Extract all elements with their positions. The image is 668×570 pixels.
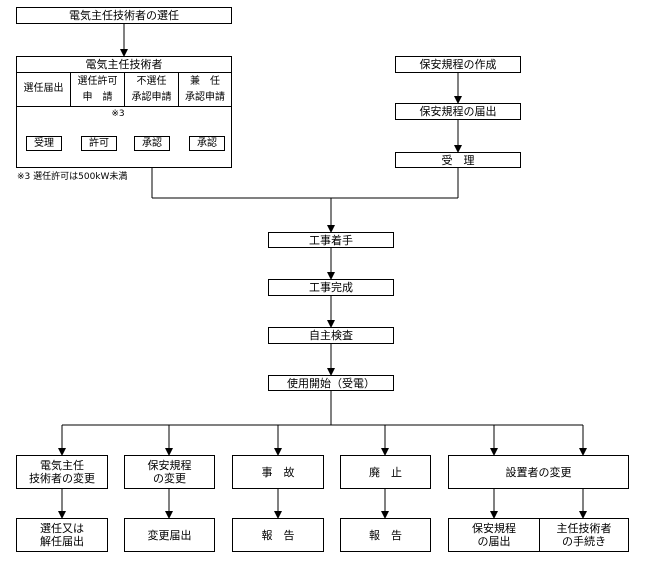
engineer-panel-col-divider-3 (178, 72, 179, 106)
engineer-selection-label: 電気主任技術者の選任 (69, 9, 179, 22)
engineer-panel-col-divider-1 (70, 72, 71, 106)
result-box-approved-2: 承認 (189, 136, 225, 151)
result-box-accepted: 受理 (26, 136, 62, 151)
safety-rules-accept-box: 受 理 (395, 152, 521, 168)
safety-rules-create-box: 保安規程の作成 (395, 56, 521, 73)
engineer-panel: 電気主任技術者 選任届出 選任許可 申 請 不選任 承認申請 兼 任 承認申請 … (16, 56, 232, 168)
accident-report-box: 報 告 (232, 518, 324, 552)
abolition-report-box: 報 告 (340, 518, 431, 552)
installer-change-box: 設置者の変更 (448, 455, 629, 489)
safety-rules-submit-box: 保安規程の届出 (395, 103, 521, 120)
abolition-box: 廃 止 (340, 455, 431, 489)
result-box-permitted: 許可 (81, 136, 117, 151)
column-notification-label: 選任届出 (23, 83, 64, 94)
column-non-selection-label: 不選任 承認申請 (131, 76, 172, 103)
footnote: ※3 選任許可は500kW未満 (17, 172, 128, 182)
column-concurrent-label: 兼 任 承認申請 (185, 76, 225, 103)
start-of-use-box: 使用開始（受電） (268, 375, 394, 391)
engineer-panel-col-divider-2 (124, 72, 125, 106)
construction-complete-box: 工事完成 (268, 279, 394, 296)
engineer-panel-title: 電気主任技術者 (85, 58, 163, 71)
engineer-selection-box: 電気主任技術者の選任 (16, 7, 232, 24)
engineer-panel-header-divider (17, 106, 231, 107)
rules-change-box: 保安規程 の変更 (124, 455, 215, 489)
result-box-approved-1: 承認 (134, 136, 170, 151)
permit-reference-mark: ※3 (111, 109, 125, 119)
change-notice-box: 変更届出 (124, 518, 215, 552)
engineer-procedure-box: 主任技術者 の手続き (539, 518, 629, 552)
construction-start-box: 工事着手 (268, 232, 394, 248)
rules-notification-box: 保安規程 の届出 (448, 518, 540, 552)
appointment-dismissal-notice-box: 選任又は 解任届出 (16, 518, 108, 552)
self-inspection-box: 自主検査 (268, 327, 394, 344)
engineer-change-box: 電気主任 技術者の変更 (16, 455, 108, 489)
accident-box: 事 故 (232, 455, 324, 489)
column-permit-label: 選任許可 申 請 (77, 76, 118, 103)
